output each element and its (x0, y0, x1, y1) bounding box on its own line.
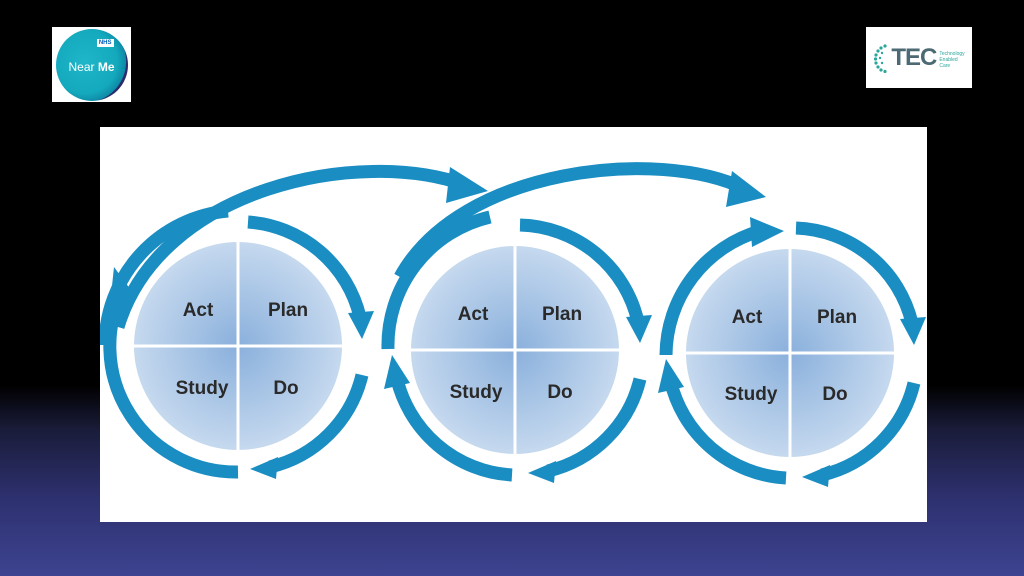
cycle-3-plan-label: Plan (816, 307, 858, 328)
cycle-3-arrow-bottom-left (663, 377, 787, 485)
pdsa-arrows (100, 162, 926, 487)
cycle-2-arrow-top-right (519, 218, 645, 324)
cycle-3-arrow-top-right (795, 221, 919, 325)
tec-dots-icon (874, 43, 887, 73)
cycle-1-arrow-top-right (247, 215, 367, 319)
cycle-1-do-label: Do (273, 378, 299, 399)
near-me-logo: NHS Near Me (52, 27, 131, 102)
cycle-3-study-label: Study (724, 384, 778, 405)
cycle-1-study-label: Study (175, 378, 229, 399)
cycle-1-arrow-bottom-right (268, 373, 369, 474)
cycle-2-plan-label: Plan (541, 304, 583, 325)
nhs-badge: NHS (96, 38, 114, 47)
pdsa-diagram: Act Plan Study Do Act Plan Study Do Act … (100, 127, 927, 522)
cycle-3-arrow-bottom-right (820, 381, 921, 482)
cycle-3-act-label: Act (731, 307, 763, 328)
cycle-2-study-label: Study (449, 382, 503, 403)
near-me-disc: NHS Near Me (55, 28, 128, 101)
cycle-2-do-label: Do (547, 382, 573, 403)
cycle-3 (658, 217, 926, 487)
connector-arrow-2 (394, 162, 748, 281)
tec-mark: TEC Technology Enabled Care (873, 43, 965, 73)
cycle-2-arrow-left (381, 210, 492, 350)
cycle-1 (100, 204, 374, 479)
cycle-1-act-label: Act (182, 300, 214, 321)
cycle-2-arrow-bottom-left (389, 373, 513, 482)
cycle-3-arrow-left (659, 224, 762, 356)
cycle-2-arrow-bottom-right (546, 377, 647, 478)
cycle-1-plan-label: Plan (267, 300, 309, 321)
cycle-2 (381, 210, 652, 483)
connector-arrow-1 (111, 164, 468, 329)
tec-tagline: Technology Enabled Care (939, 50, 965, 69)
tec-word: TEC (891, 43, 937, 71)
cycle-2-act-label: Act (457, 304, 489, 325)
tec-logo: TEC Technology Enabled Care (866, 27, 972, 88)
near-me-text: Near Me (68, 59, 115, 74)
cycle-3-do-label: Do (822, 384, 848, 405)
